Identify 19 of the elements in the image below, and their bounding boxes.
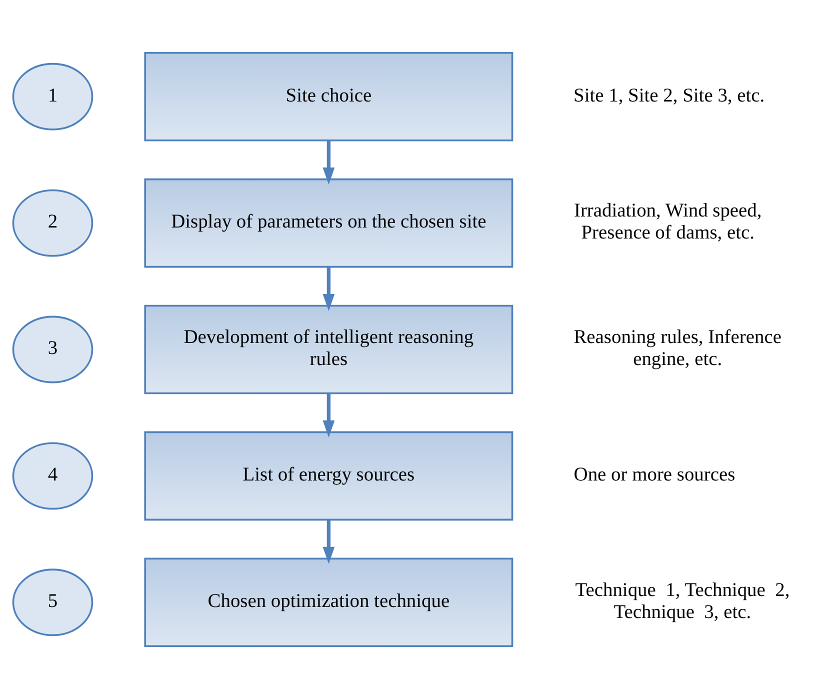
node-ellipse: 1 [12,62,94,130]
node-box: Display of parameters on the chosen site [144,178,514,268]
node-box: List of energy sources [144,430,514,520]
arrow [322,519,335,564]
node-box: Site choice [144,51,514,141]
node-ellipse: 5 [12,568,94,636]
node-ellipse: 3 [12,315,94,383]
node-label: Irradiation, Wind speed, Presence of dams, etc. [574,200,762,244]
node-ellipse: 4 [12,442,94,510]
arrow [322,140,335,184]
node-label: Technique 1, Technique 2, Technique 3, etc. [575,580,790,622]
node-label: Reasoning rules, Inference engine, etc. [574,326,782,370]
arrow [322,392,335,437]
node-box: Development of intelligent reasoning rules [144,304,514,394]
node-label: Site 1, Site 2, Site 3, etc. [574,84,765,106]
node-ellipse: 2 [12,188,94,256]
arrow [322,266,335,311]
node-box: Chosen optimization technique [144,557,514,647]
node-label: One or more sources [574,464,736,486]
